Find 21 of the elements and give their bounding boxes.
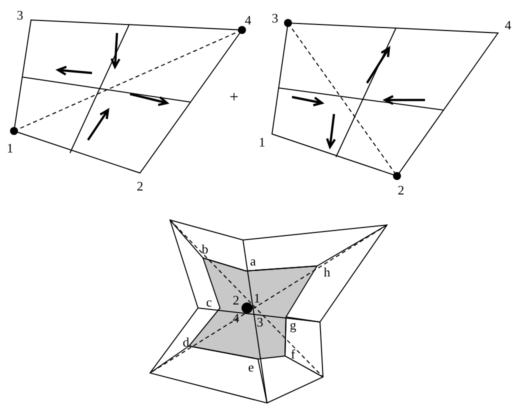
corner-number: 1 <box>258 136 266 148</box>
corner-number: 4 <box>232 312 240 324</box>
corner-number: 2 <box>136 180 144 192</box>
corner-number: 1 <box>254 292 260 304</box>
corner-number: 3 <box>272 12 278 24</box>
corner-number: 4 <box>504 18 512 32</box>
corner-number: 4 <box>244 14 252 26</box>
corner-number: 3 <box>16 8 24 22</box>
corner-number: 3 <box>256 316 264 328</box>
corner-number: 1 <box>6 142 14 154</box>
point-label: c <box>206 296 212 308</box>
point-label: d <box>182 336 190 348</box>
point-label: h <box>324 266 330 278</box>
point-label: g <box>290 318 296 332</box>
point-label: a <box>250 254 256 268</box>
plus-sign: + <box>229 90 239 106</box>
point-label: e <box>248 360 254 374</box>
point-label: f <box>290 348 296 360</box>
corner-number: 2 <box>398 184 404 196</box>
corner-number: 2 <box>232 294 240 306</box>
point-label: b <box>202 242 208 256</box>
